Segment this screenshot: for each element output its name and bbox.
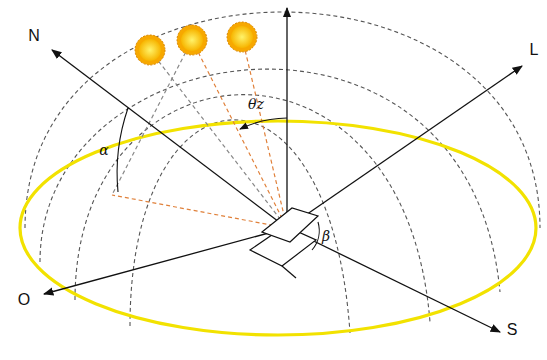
sun-ray — [192, 40, 287, 228]
sun-path — [130, 120, 350, 333]
axes — [44, 8, 522, 332]
panel-leg — [282, 266, 296, 278]
suns — [135, 22, 257, 65]
angle-label: α — [97, 142, 110, 158]
north-axis — [52, 50, 287, 228]
azimuth-angle-arc — [117, 108, 128, 192]
angle-label: β — [320, 228, 332, 244]
horizon-ellipse — [20, 121, 536, 335]
zenith-angle-arc — [240, 118, 287, 129]
south-axis — [287, 228, 500, 332]
panel-surface — [262, 208, 318, 242]
sun-path — [40, 69, 500, 292]
sun-icon — [135, 35, 165, 65]
angle-arcs — [117, 108, 319, 250]
sun-icon — [227, 22, 257, 52]
axis-label: S — [505, 321, 520, 339]
angle-label: θz — [246, 96, 266, 112]
solar-panel — [250, 208, 318, 278]
axis-label: O — [16, 291, 32, 309]
west-axis — [44, 228, 287, 294]
sun-rays — [112, 37, 287, 228]
axis-label: N — [26, 27, 42, 45]
azimuth-projection — [112, 195, 287, 228]
tilt-angle-arc — [312, 222, 319, 250]
east-axis — [287, 66, 522, 228]
sun-path-arcs — [25, 12, 540, 333]
axis-label: L — [528, 41, 541, 59]
sun-icon — [177, 25, 207, 55]
